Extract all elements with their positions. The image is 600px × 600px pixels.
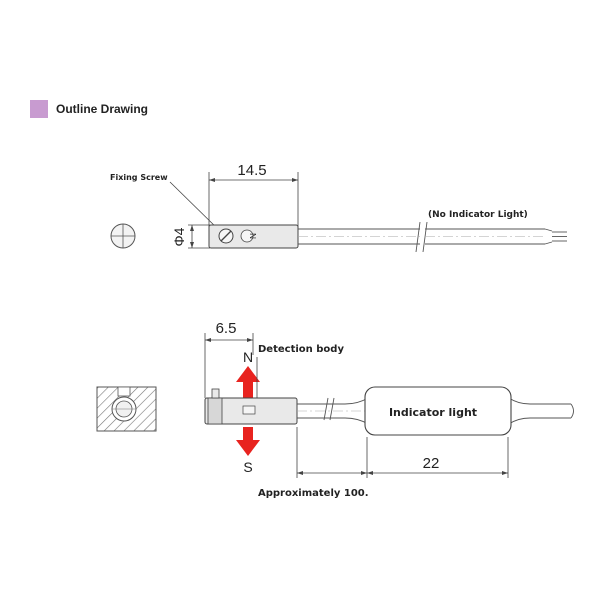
cable-top bbox=[298, 221, 567, 253]
indicator-light-label: Indicator light bbox=[389, 406, 477, 419]
section-header: Outline Drawing bbox=[30, 98, 148, 120]
no-indicator-label: (No Indicator Light) bbox=[428, 210, 528, 220]
offset-dim-label: 6.5 bbox=[216, 320, 237, 337]
screw-head-side bbox=[207, 397, 223, 425]
cable-bottom bbox=[297, 397, 574, 425]
detection-body-label: Detection body bbox=[258, 344, 344, 355]
diameter-dimension: Φ4 bbox=[171, 224, 210, 249]
detection-body-mark bbox=[242, 405, 256, 415]
screw-top-stub bbox=[211, 388, 220, 399]
north-label: N bbox=[243, 349, 253, 365]
section-title: Outline Drawing bbox=[56, 102, 149, 116]
indicator-length-dim-label: 22 bbox=[423, 455, 440, 472]
fixing-screw-icon bbox=[218, 228, 234, 244]
north-arrow-icon bbox=[236, 366, 260, 398]
offset-dimension: 6.5 bbox=[204, 320, 254, 398]
fixing-screw-label: Fixing Screw bbox=[110, 173, 168, 182]
bottom-dimensions: 22 bbox=[296, 427, 509, 478]
cable-length-label: Approximately 100. bbox=[258, 488, 369, 499]
top-end-view bbox=[110, 223, 136, 249]
pole-mark-label: N bbox=[248, 233, 257, 239]
length-dim-label: 14.5 bbox=[237, 162, 266, 179]
section-color-swatch bbox=[30, 100, 48, 118]
mounting-block bbox=[96, 386, 157, 432]
diameter-dim-label: Φ4 bbox=[171, 227, 187, 246]
pole-mark-icon: N bbox=[240, 229, 257, 243]
south-label: S bbox=[243, 459, 252, 475]
length-dimension: 14.5 bbox=[208, 162, 299, 228]
south-arrow-icon bbox=[236, 427, 260, 456]
indicator-light-body bbox=[364, 386, 512, 436]
